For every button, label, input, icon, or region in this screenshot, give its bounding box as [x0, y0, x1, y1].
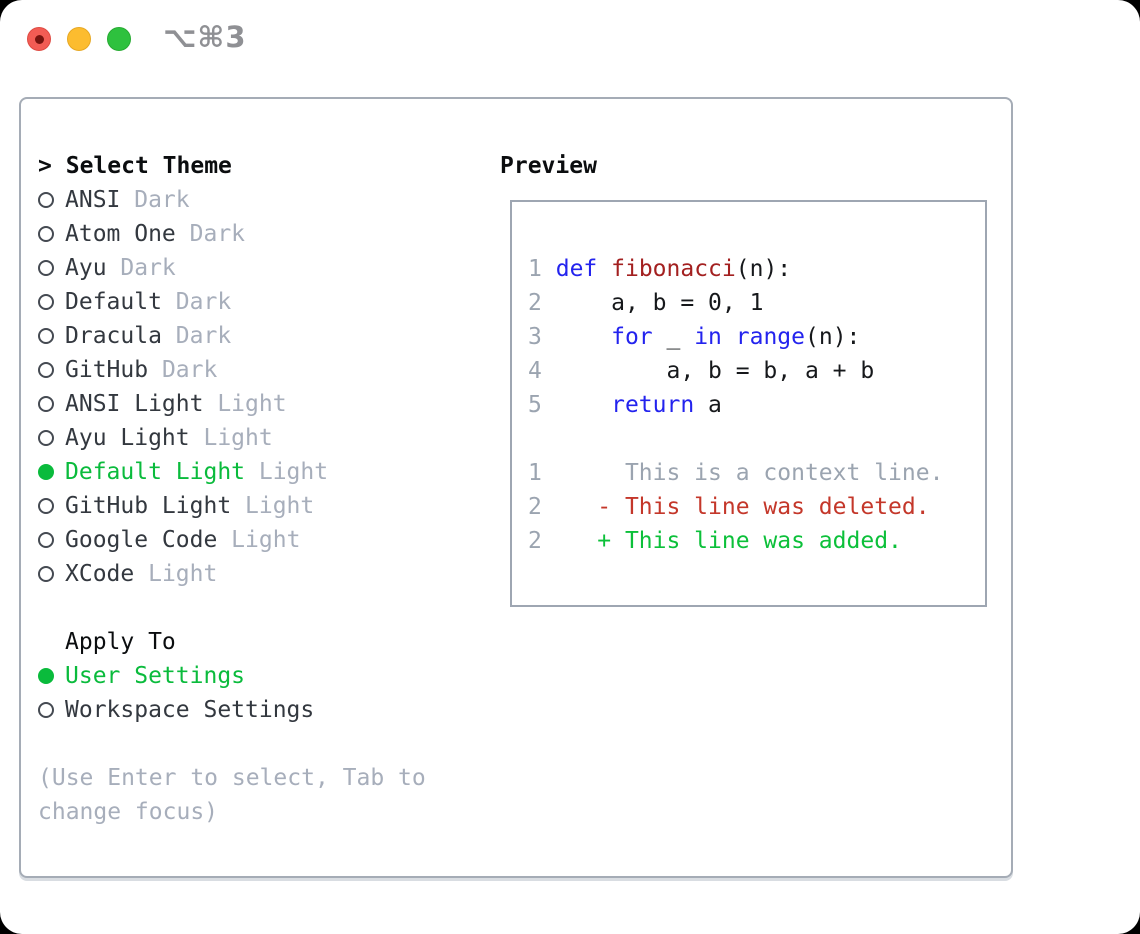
radio-unselected-icon — [38, 430, 54, 446]
theme-option[interactable]: GitHub Light Light — [38, 489, 483, 523]
option-label: Atom One Dark — [65, 221, 246, 247]
radio-unselected-icon — [38, 396, 54, 412]
option-label: Google Code Light — [65, 527, 301, 553]
apply-to-header: Apply To — [65, 629, 176, 655]
theme-option[interactable]: Google Code Light — [38, 523, 483, 557]
option-label: Workspace Settings — [65, 697, 315, 723]
code-line: 2 + This line was added. — [528, 528, 902, 554]
theme-option[interactable]: Default Light Light — [38, 455, 483, 489]
close-dot-icon — [34, 34, 44, 44]
prompt-caret: > — [38, 153, 52, 179]
apply-to-option[interactable]: User Settings — [38, 659, 483, 693]
option-label: Default Dark — [65, 289, 232, 315]
radio-unselected-icon — [38, 226, 54, 242]
theme-option[interactable]: Atom One Dark — [38, 217, 483, 251]
theme-option[interactable]: GitHub Dark — [38, 353, 483, 387]
option-label: GitHub Dark — [65, 357, 218, 383]
code-line: 2 a, b = 0, 1 — [528, 290, 764, 316]
option-label: ANSI Light Light — [65, 391, 287, 417]
code-line: 4 a, b = b, a + b — [528, 358, 875, 384]
preview-pane: 1 def fibonacci(n): 2 a, b = 0, 1 3 for _ … — [510, 200, 987, 607]
zoom-button[interactable] — [107, 27, 131, 51]
option-label: ANSI Dark — [65, 187, 190, 213]
minimize-button[interactable] — [67, 27, 91, 51]
code-line — [528, 422, 985, 456]
theme-option[interactable]: Default Dark — [38, 285, 483, 319]
code-line: 5 return a — [528, 392, 722, 418]
radio-selected-icon — [38, 464, 54, 480]
radio-unselected-icon — [38, 260, 54, 276]
option-label: Ayu Light Light — [65, 425, 273, 451]
close-button[interactable] — [27, 27, 51, 51]
apply-to-option[interactable]: Workspace Settings — [38, 693, 483, 727]
code-line: 1 This is a context line. — [528, 460, 944, 486]
radio-unselected-icon — [38, 362, 54, 378]
theme-option[interactable]: Dracula Dark — [38, 319, 483, 353]
radio-unselected-icon — [38, 192, 54, 208]
theme-option[interactable]: Ayu Light Light — [38, 421, 483, 455]
radio-unselected-icon — [38, 532, 54, 548]
select-theme-header: > Select Theme — [38, 149, 483, 183]
code-line: 1 def fibonacci(n): — [528, 256, 792, 282]
option-label: Ayu Dark — [65, 255, 176, 281]
option-label: User Settings — [65, 663, 246, 689]
radio-unselected-icon — [38, 328, 54, 344]
select-theme-title: Select Theme — [65, 153, 232, 179]
radio-unselected-icon — [38, 702, 54, 718]
window-shortcut-label: ⌥⌘3 — [163, 20, 247, 54]
option-label: Dracula Dark — [65, 323, 232, 349]
option-label: XCode Light — [65, 561, 218, 587]
keyboard-hint: (Use Enter to select, Tab to change focu… — [38, 765, 426, 825]
theme-option[interactable]: XCode Light — [38, 557, 483, 591]
radio-unselected-icon — [38, 498, 54, 514]
code-line: 2 - This line was deleted. — [528, 494, 930, 520]
window-titlebar: ⌥⌘3 — [0, 0, 1140, 70]
theme-option[interactable]: Ayu Dark — [38, 251, 483, 285]
theme-option[interactable]: ANSI Light Light — [38, 387, 483, 421]
option-label: Default Light Light — [65, 459, 329, 485]
radio-selected-icon — [38, 668, 54, 684]
radio-unselected-icon — [38, 294, 54, 310]
code-line: 3 for _ in range(n): — [528, 324, 861, 350]
preview-title: Preview — [500, 153, 597, 179]
radio-unselected-icon — [38, 566, 54, 582]
theme-option[interactable]: ANSI Dark — [38, 183, 483, 217]
option-label: GitHub Light Light — [65, 493, 315, 519]
